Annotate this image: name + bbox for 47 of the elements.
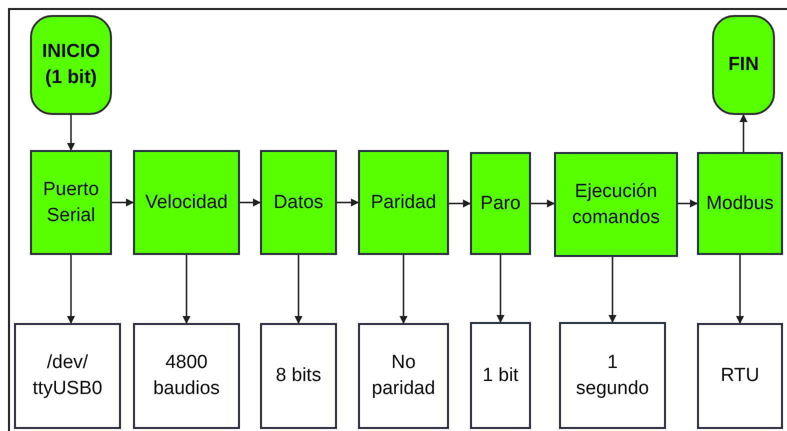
node-label: Paridad — [370, 190, 436, 215]
node-label: 1 bit — [482, 364, 518, 388]
node-label: 8 bits — [276, 364, 322, 388]
arrow — [400, 255, 408, 324]
arrow — [294, 255, 302, 324]
node-label: 4800 baudios — [152, 351, 221, 401]
process-box — [133, 150, 240, 255]
node-label: Velocidad — [145, 190, 228, 215]
node-label: /dev/ ttyUSB0 — [32, 351, 104, 401]
arrow — [112, 198, 134, 206]
node-label: Paro — [480, 192, 521, 216]
value-box — [559, 322, 666, 429]
arrow — [608, 257, 616, 323]
arrow — [531, 200, 555, 208]
process-box — [260, 150, 337, 255]
node-label: RTU — [720, 364, 760, 388]
value-box — [697, 323, 783, 429]
value-box — [133, 323, 240, 429]
arrow — [67, 255, 75, 324]
value-box — [470, 322, 531, 429]
node-label: No paridad — [370, 351, 436, 401]
value-box — [358, 323, 449, 429]
arrow — [337, 198, 359, 206]
arrow — [496, 255, 504, 323]
node-label: Puerto Serial — [42, 178, 100, 228]
node-label: Modbus — [706, 192, 774, 216]
process-box — [30, 150, 112, 255]
node-label: 1 segundo — [575, 350, 650, 400]
arrow — [182, 255, 190, 324]
process-box — [470, 152, 531, 255]
process-box — [358, 150, 449, 255]
arrow — [240, 198, 261, 206]
value-box — [14, 323, 121, 429]
arrow — [678, 200, 698, 208]
arrow — [736, 255, 744, 324]
node-label: Datos — [274, 190, 324, 215]
arrow — [67, 115, 75, 151]
arrow — [740, 114, 748, 152]
process-box — [697, 152, 783, 255]
value-box — [260, 323, 337, 429]
terminal-box — [712, 15, 775, 115]
node-label: FIN — [728, 53, 759, 78]
process-box — [554, 152, 678, 257]
terminal-box — [30, 15, 112, 115]
arrow — [449, 200, 471, 208]
node-label: Ejecución comandos — [571, 180, 661, 230]
node-label: INICIO (1 bit) — [40, 40, 102, 90]
